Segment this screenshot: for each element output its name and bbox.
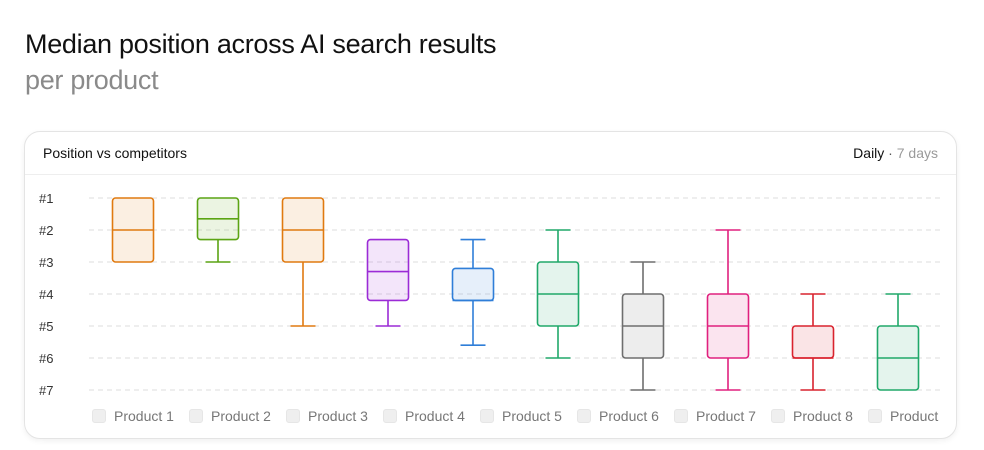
box-7[interactable] (621, 261, 665, 391)
legend-checkbox[interactable] (674, 409, 688, 423)
legend-checkbox[interactable] (480, 409, 494, 423)
box-1[interactable] (111, 197, 155, 263)
box-body (791, 325, 835, 359)
card-title: Position vs competitors (43, 145, 187, 161)
page-heading: Median position across AI search results… (25, 26, 497, 98)
box-body (366, 238, 410, 302)
legend-checkbox[interactable] (771, 409, 785, 423)
legend-label: Product 1 (114, 408, 174, 424)
legend-label: Product 3 (308, 408, 368, 424)
chart-legend: Product 1 Product 2 Product 3 Product 4 Prod… (92, 408, 942, 424)
y-tick-label: #7 (39, 383, 53, 398)
legend-item[interactable]: Product 5 (480, 408, 577, 424)
y-tick-label: #1 (39, 191, 53, 206)
boxplot-chart: #1 #2 #3 #4 #5 #6 #7 (39, 191, 942, 398)
legend-label: Product 7 (696, 408, 756, 424)
legend-item[interactable]: Product 9 (868, 408, 942, 424)
legend-checkbox[interactable] (189, 409, 203, 423)
page-title: Median position across AI search results (25, 29, 497, 59)
legend-label: Product 8 (793, 408, 853, 424)
box-6[interactable] (536, 229, 580, 359)
legend-item[interactable]: Product 4 (383, 408, 480, 424)
legend-item[interactable]: Product 2 (189, 408, 286, 424)
y-tick-label: #5 (39, 319, 53, 334)
legend-label: Product 6 (599, 408, 659, 424)
page-subtitle: per product (25, 65, 159, 95)
box-8[interactable] (706, 229, 750, 391)
legend-item[interactable]: Product 8 (771, 408, 868, 424)
legend-checkbox[interactable] (577, 409, 591, 423)
legend-item[interactable]: Product 7 (674, 408, 771, 424)
legend-label: Product 5 (502, 408, 562, 424)
y-tick-label: #2 (39, 223, 53, 238)
grid-lines (89, 197, 942, 391)
legend-checkbox[interactable] (383, 409, 397, 423)
legend-label: Product 9 (890, 408, 942, 424)
y-tick-label: #6 (39, 351, 53, 366)
legend-item[interactable]: Product 6 (577, 408, 674, 424)
box-5[interactable] (451, 238, 495, 346)
legend-checkbox[interactable] (286, 409, 300, 423)
y-axis-ticks: #1 #2 #3 #4 #5 #6 #7 (39, 191, 53, 398)
box-4[interactable] (366, 238, 410, 327)
box-body (451, 267, 495, 302)
card-header: Position vs competitors Daily · 7 days (25, 132, 956, 175)
legend-checkbox[interactable] (92, 409, 106, 423)
range-separator: · (884, 145, 897, 161)
time-range-selector[interactable]: Daily · 7 days (853, 145, 938, 161)
legend-checkbox[interactable] (868, 409, 882, 423)
box-2[interactable] (196, 197, 240, 263)
y-tick-label: #3 (39, 255, 53, 270)
period-label: Daily (853, 145, 885, 161)
chart-card: Position vs competitors Daily · 7 days #… (24, 131, 957, 439)
window-label: 7 days (896, 145, 938, 161)
y-tick-label: #4 (39, 287, 53, 302)
legend-item[interactable]: Product 1 (92, 408, 189, 424)
legend-label: Product 2 (211, 408, 271, 424)
legend-label: Product 4 (405, 408, 465, 424)
box-3[interactable] (281, 197, 325, 327)
legend-item[interactable]: Product 3 (286, 408, 383, 424)
boxes (111, 197, 920, 391)
box-10[interactable] (876, 293, 920, 391)
box-9[interactable] (791, 293, 835, 391)
